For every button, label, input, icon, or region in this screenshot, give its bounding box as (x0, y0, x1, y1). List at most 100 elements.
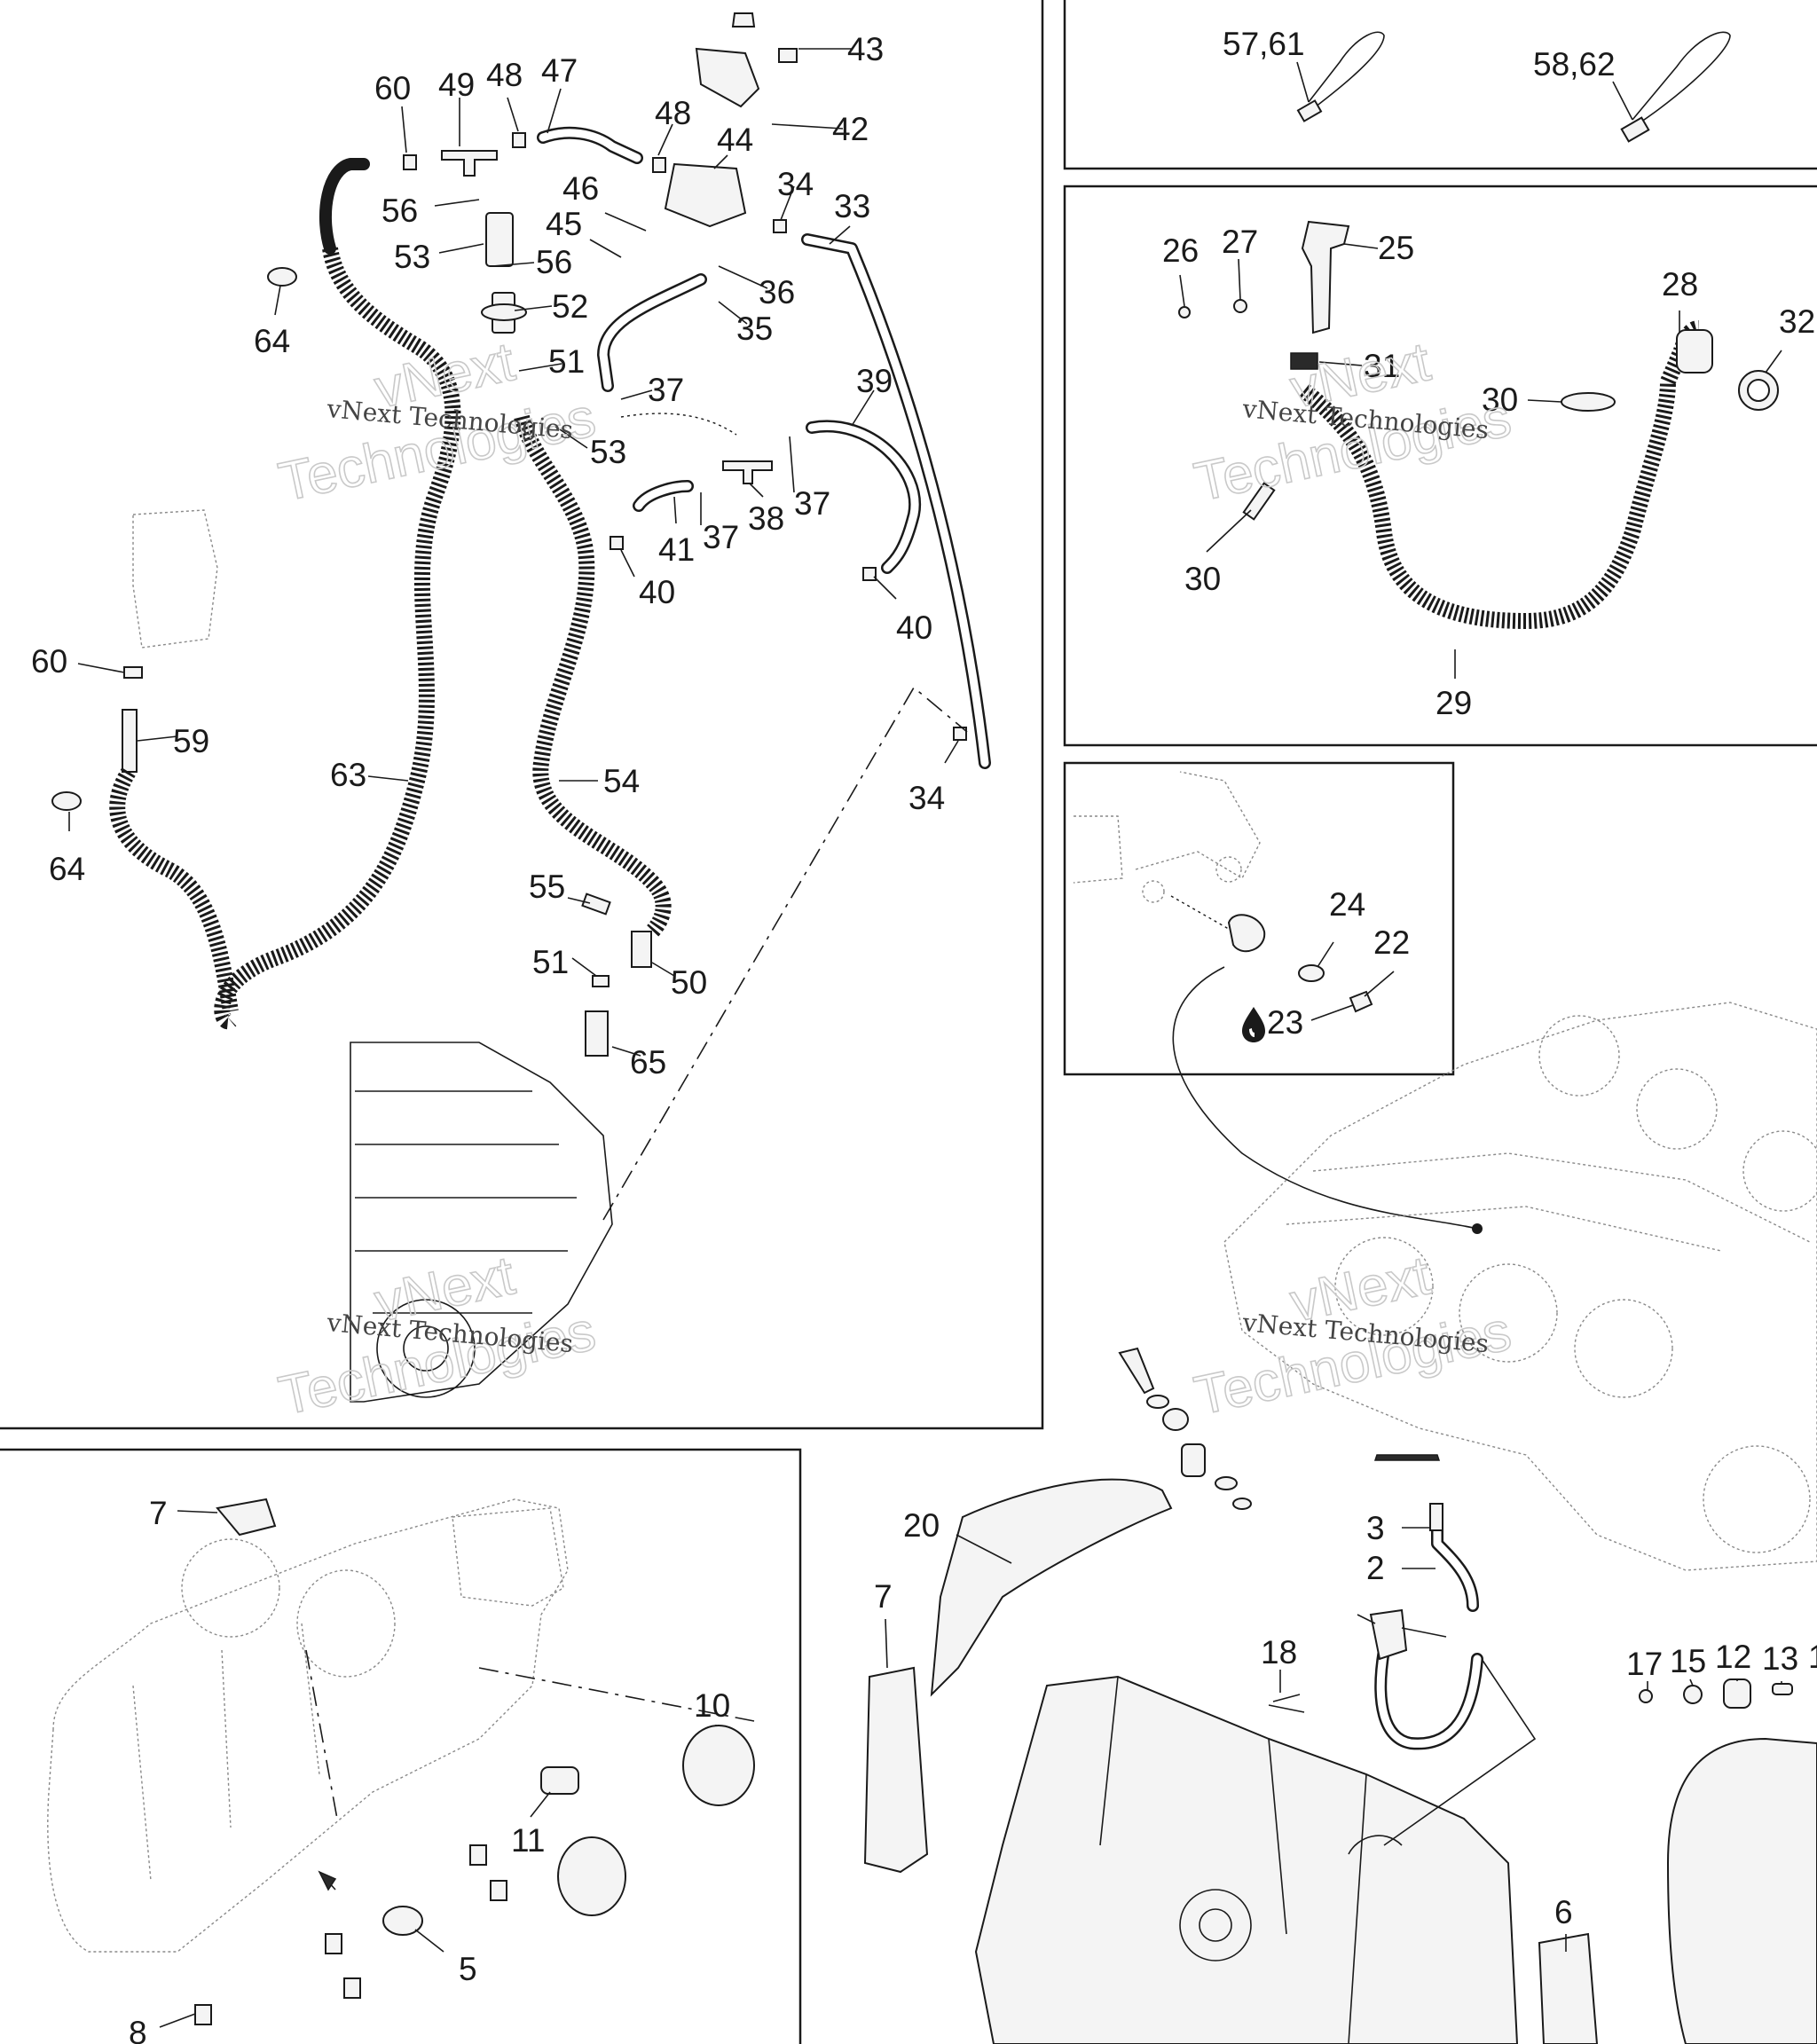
callout-34: 34 (777, 166, 814, 202)
callout-59: 59 (173, 723, 209, 759)
callout-24: 24 (1329, 886, 1365, 923)
callout-29: 29 (1436, 685, 1472, 721)
callout-17: 17 (1626, 1646, 1663, 1682)
callout-38: 38 (748, 500, 784, 537)
nut-34b (953, 727, 967, 741)
o-ring-10 (682, 1725, 755, 1806)
callout-7: 7 (874, 1578, 893, 1615)
callout-52: 52 (552, 288, 588, 325)
callout-27: 27 (1222, 224, 1258, 260)
callout-48: 48 (486, 57, 523, 93)
bolt-22 (1349, 990, 1373, 1013)
cover-6 (1538, 1932, 1599, 2044)
connector-53 (485, 212, 514, 267)
screw-43b (778, 48, 798, 63)
callout-23: 23 (1267, 1004, 1303, 1041)
callout-48: 48 (655, 95, 691, 131)
screw-c (325, 1933, 342, 1954)
watermark-bottom-right: vNext Technologies vNext Technologies (1189, 1244, 1517, 1427)
callout-55: 55 (529, 869, 565, 905)
callout-43: 43 (847, 31, 884, 67)
cover-7b (863, 1666, 929, 1874)
callout-7: 7 (149, 1495, 168, 1531)
fitting-59 (122, 709, 138, 773)
watermark-top-right: vNext Technologies vNext Technologies (1189, 330, 1517, 514)
clamp-48a (512, 132, 526, 148)
clamp-30a (1561, 392, 1616, 412)
callout-32: 32 (1779, 303, 1815, 340)
tie-strap-panel (1296, 31, 1731, 143)
callout-5: 5 (459, 1951, 477, 1987)
hose-end-50 (631, 931, 652, 968)
clamp-60 (403, 154, 417, 170)
fuel-tank-left-panel (47, 1498, 755, 2025)
callout-18: 18 (1261, 1634, 1297, 1671)
panel-frame-vent-hose (1063, 185, 1817, 747)
callout-31: 31 (1364, 348, 1400, 384)
callout-37: 37 (703, 519, 739, 555)
callout-20: 20 (903, 1507, 940, 1544)
nut-40b (862, 567, 877, 581)
clamp-30b (1242, 482, 1276, 521)
callout-25: 25 (1378, 230, 1414, 266)
tee-fitting-49 (441, 150, 498, 177)
callout-10: 10 (694, 1687, 730, 1724)
callout-50: 50 (671, 964, 707, 1001)
vent-hose-33 (801, 233, 991, 769)
callout-28: 28 (1662, 266, 1698, 303)
callout-45: 45 (546, 206, 582, 242)
nut-40a (610, 536, 624, 550)
grommet-12 (1723, 1678, 1751, 1709)
tee-fitting-38 (722, 460, 773, 484)
callout-51: 51 (548, 343, 585, 380)
screw-43a (731, 12, 756, 28)
engine-ghost-view (1223, 1002, 1817, 1571)
washer-24 (1298, 964, 1325, 982)
callout-63: 63 (330, 757, 366, 793)
callout-53: 53 (394, 239, 430, 275)
callout-51: 51 (532, 944, 569, 980)
callout-8: 8 (129, 2015, 147, 2044)
panel-frame-tie-straps (1063, 0, 1817, 170)
callout-2: 2 (1366, 1550, 1385, 1586)
callout-42: 42 (832, 111, 869, 147)
o-ring-11b (557, 1836, 626, 1916)
callout-33: 33 (834, 188, 870, 224)
watermark-bottom-left: vNext Technologies vNext Technologies (273, 1244, 602, 1427)
clamp-55 (581, 892, 611, 916)
corrugated-hose-59 (109, 767, 239, 1013)
hose-63-end (319, 158, 370, 255)
nut-17 (1639, 1689, 1653, 1703)
fitting-65 (585, 1010, 609, 1057)
corrugated-hose-54 (514, 414, 672, 938)
callout-15: 15 (1670, 1643, 1706, 1679)
cover-7a (216, 1498, 277, 1537)
callout-44: 44 (717, 122, 753, 158)
callout-37: 37 (648, 372, 684, 408)
screw-a (469, 1844, 487, 1866)
engine-mount-detail (1073, 771, 1483, 1234)
callout-13: 13 (1762, 1640, 1798, 1677)
screw-d (343, 1977, 361, 1999)
callout-30: 30 (1482, 381, 1518, 418)
spacer-13 (1772, 1683, 1793, 1695)
callout-26: 26 (1162, 232, 1199, 269)
panel-frame-fuel-tank-top (0, 1448, 802, 2044)
screw-8 (194, 2004, 212, 2025)
callout-49: 49 (438, 67, 475, 103)
callout-64: 64 (254, 323, 290, 359)
callout-40: 40 (639, 574, 675, 610)
callout-65: 65 (630, 1044, 666, 1081)
fuel-tank-ghost (47, 1498, 569, 1953)
heat-shield-20 (930, 1478, 1173, 1697)
engine-partial-view (350, 1042, 613, 1403)
callout-34: 34 (908, 780, 945, 816)
tie-strap-58-62 (1623, 31, 1731, 134)
solenoid-valve-44 (664, 162, 747, 228)
callout-47: 47 (541, 52, 578, 89)
callout-6: 6 (1554, 1894, 1573, 1930)
clamp-60b (123, 666, 143, 679)
callout-35: 35 (736, 311, 773, 347)
bolt-stack (1118, 1347, 1155, 1395)
